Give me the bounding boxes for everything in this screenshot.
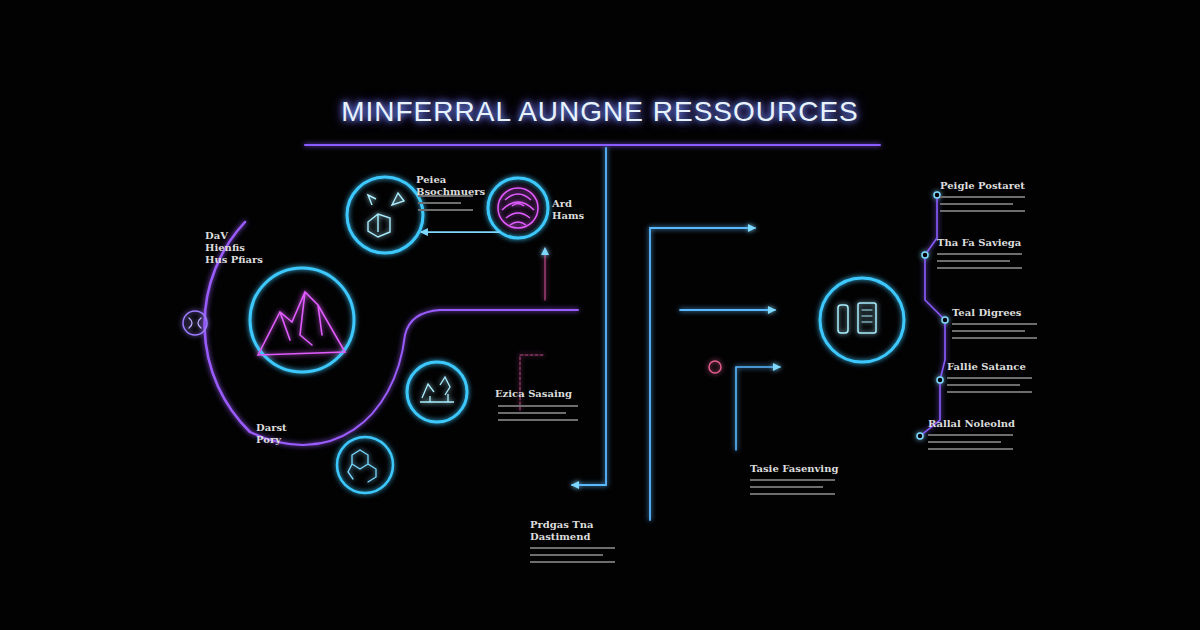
body-text-rule <box>498 419 578 421</box>
annotation-label: Prdgas Tna Dastimend <box>530 519 625 543</box>
icon-circle-node: Ezica Sasaing <box>407 362 467 422</box>
annotation-label: DaV Hienfis Hus Pfiars <box>205 230 267 266</box>
node-heading: Ezica Sasaing <box>495 388 605 400</box>
icon-circle-node: Peiea Bsochmuers <box>347 177 423 253</box>
annotation-label: Rallal Noleolnd <box>928 418 1048 430</box>
body-text-rule <box>750 479 835 481</box>
body-text-rule <box>928 434 1013 436</box>
body-text-rule <box>952 337 1037 339</box>
annotation-label: Tasie Fasenving <box>750 463 870 475</box>
body-text-rule <box>952 330 1025 332</box>
body-text-rule <box>530 561 615 563</box>
body-text-rule <box>750 493 835 495</box>
annotation-label: Teal Digrees <box>952 307 1072 319</box>
node-heading: Ard Hams <box>552 198 586 222</box>
annotation-label: Peigle Postaret <box>940 180 1060 192</box>
annotation-label: Darst Pory <box>256 422 296 446</box>
body-text-rule <box>418 209 473 211</box>
body-text-rule <box>750 486 823 488</box>
body-text-rule <box>928 448 1013 450</box>
body-text-rule <box>940 203 1013 205</box>
body-text-rule <box>947 377 1032 379</box>
body-text-rule <box>418 202 461 204</box>
body-text-rule <box>940 210 1025 212</box>
body-text-rule <box>947 391 1032 393</box>
icon-circle-node: Ard Hams <box>488 178 548 238</box>
body-text-rule <box>928 441 1001 443</box>
title: MINFERRAL AUNGNE RESSOURCES <box>300 96 900 128</box>
body-text-rule <box>940 196 1025 198</box>
body-text-rule <box>530 547 615 549</box>
node-heading: Peiea Bsochmuers <box>416 174 506 198</box>
body-text-rule <box>947 384 1020 386</box>
connector-arrow <box>421 231 500 233</box>
body-text-rule <box>498 405 578 407</box>
body-text-rule <box>937 260 1010 262</box>
body-text-rule <box>937 253 1022 255</box>
annotation-label: Tha Fa Saviega <box>937 237 1057 249</box>
body-text-rule <box>530 554 603 556</box>
annotation-label: Fallie Satance <box>947 361 1067 373</box>
body-text-rule <box>937 267 1022 269</box>
body-text-rule <box>952 323 1037 325</box>
body-text-rule <box>498 412 566 414</box>
